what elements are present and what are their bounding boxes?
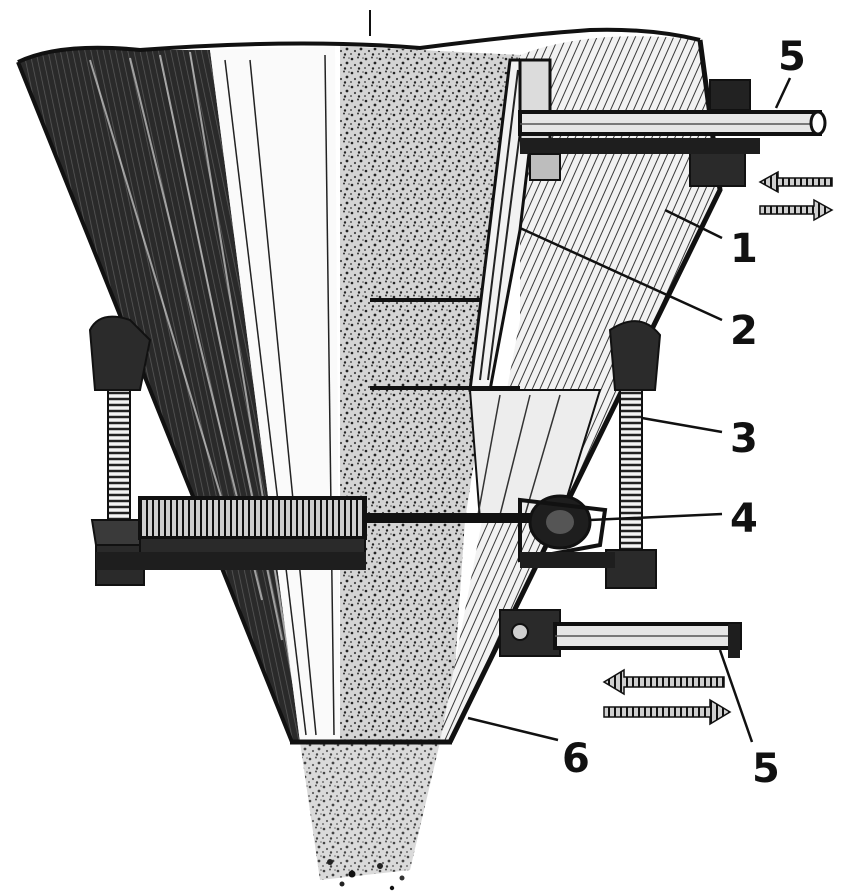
bottom-rod-assembly <box>499 609 742 658</box>
leader-4 <box>589 512 723 522</box>
leader-5-bottom <box>718 649 754 743</box>
leader-lines <box>467 77 792 743</box>
label-1: 1 <box>730 226 758 272</box>
leader-1 <box>664 208 723 240</box>
label-2: 2 <box>730 308 758 354</box>
leader-5-top <box>774 77 792 109</box>
rack-gear-bar <box>96 494 615 570</box>
inner-damper-cone <box>370 58 602 521</box>
top-motion-arrows <box>758 170 834 222</box>
label-5-bottom: 5 <box>752 746 780 792</box>
label-5-top: 5 <box>778 34 806 80</box>
top-rod-assembly <box>518 58 827 187</box>
falling-sand-stream <box>300 742 440 891</box>
right-support-screw <box>605 320 662 589</box>
label-6: 6 <box>562 736 590 782</box>
label-3: 3 <box>730 416 758 462</box>
bottom-motion-arrows <box>602 668 732 726</box>
leader-6 <box>467 716 559 742</box>
label-4: 4 <box>730 496 758 542</box>
leader-3 <box>641 416 723 434</box>
leader-2 <box>519 226 723 322</box>
